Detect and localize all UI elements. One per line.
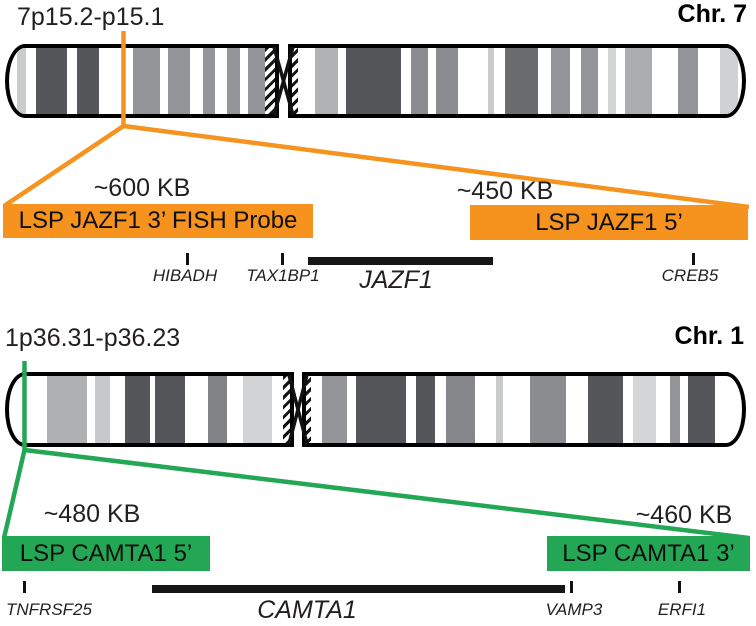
chr1-gene-tick-TNFRSF25 — [23, 581, 26, 593]
chr7-title: Chr. 7 — [677, 0, 747, 28]
chromosome-band — [446, 376, 475, 443]
chromosome-band — [625, 48, 652, 114]
chromosome-band — [17, 48, 26, 114]
chr1-locus-label: 1p36.31-p36.23 — [5, 324, 181, 352]
chr7-probe-size-0: ~600 KB — [93, 174, 191, 202]
chr7-locus-label: 7p15.2-p15.1 — [17, 3, 165, 31]
chromosome-band — [95, 376, 110, 443]
chromosome-band — [208, 376, 227, 443]
chromosome-band — [243, 376, 272, 443]
chr7-gene-span-JAZF1 — [308, 257, 493, 265]
chromosome-band — [436, 48, 458, 114]
chromosome-band — [155, 376, 185, 443]
chr1-gene-tick-ERFI1 — [678, 581, 681, 593]
chromosome-band — [720, 48, 738, 114]
chr7-q-arm-section — [288, 44, 746, 118]
chromosome-band — [411, 48, 428, 114]
chromosome-band — [505, 48, 538, 114]
chromosome-band — [322, 376, 347, 443]
chr7-gene-label-2: CREB5 — [661, 266, 719, 285]
chromosome-band — [227, 48, 240, 114]
chr1-gene-tick-VAMP3 — [570, 581, 573, 593]
chr7-gene-label-0: HIBADH — [152, 266, 218, 285]
chr7-probe-box-0: LSP JAZF1 3’ FISH Probe — [3, 204, 313, 238]
chr7-gene-tick-CREB5 — [691, 253, 695, 265]
chromosome-band — [356, 376, 406, 443]
chromosome-band — [203, 48, 215, 114]
chromosome-band — [488, 48, 494, 114]
chromosome-band — [678, 48, 698, 114]
chromosome-band — [688, 376, 715, 443]
chr7-gene-tick-TAX1BP1 — [280, 253, 284, 265]
chromosome-band — [581, 48, 598, 114]
chromosome-band — [551, 48, 570, 114]
chr7-probe-size-1: ~450 KB — [456, 177, 554, 205]
chr7-centromere-hatch-band — [292, 48, 298, 114]
chr7-probe-box-1: LSP JAZF1 5’ — [470, 205, 748, 240]
chr7-gene-bar-label-0: JAZF1 — [359, 266, 433, 294]
chr1-centromere-hatch-band — [306, 376, 311, 443]
chromosome-band — [125, 376, 150, 443]
chromosome-band — [168, 48, 190, 114]
chromosome-band — [248, 48, 265, 114]
chr1-probe-size-1: ~460 KB — [635, 501, 733, 529]
chr1-gene-label-2: ERFI1 — [657, 600, 707, 619]
chr1-probe-box-1: LSP CAMTA1 3’ — [547, 536, 750, 571]
chromosome-band — [47, 376, 87, 443]
chromosome-band — [608, 48, 616, 114]
chr1-q-arm-section — [302, 372, 746, 447]
chr1-p-arm-section — [5, 372, 294, 447]
chromosome-band — [416, 376, 435, 443]
chromosome-band — [77, 48, 99, 114]
chromosome-band — [346, 48, 401, 114]
chromosome-band — [530, 376, 566, 443]
chr7-gene-tick-HIBADH — [185, 253, 189, 265]
chromosome-band — [670, 376, 680, 443]
chr1-probe-box-0: LSP CAMTA1 5’ — [2, 536, 210, 571]
chr1-gene-label-1: VAMP3 — [545, 600, 603, 619]
chromosome-band — [315, 48, 338, 114]
chr1-gene-label-0: TNFRSF25 — [6, 600, 92, 619]
chr1-gene-span-CAMTA1 — [152, 585, 565, 593]
chr1-centromere-hatch-band — [283, 376, 290, 443]
chr7-gene-label-1: TAX1BP1 — [246, 266, 320, 285]
chromosome-band — [36, 48, 67, 114]
chr1-gene-bar-label-0: CAMTA1 — [257, 596, 357, 624]
chromosome-band — [588, 376, 623, 443]
chromosome-band — [496, 376, 503, 443]
chr7-p-arm-section — [5, 44, 279, 118]
chromosome-band — [133, 48, 160, 114]
chr1-probe-size-0: ~480 KB — [43, 500, 141, 528]
chr1-title: Chr. 1 — [674, 322, 744, 350]
chromosome-band — [633, 376, 656, 443]
chr7-centromere-hatch-band — [265, 48, 275, 114]
